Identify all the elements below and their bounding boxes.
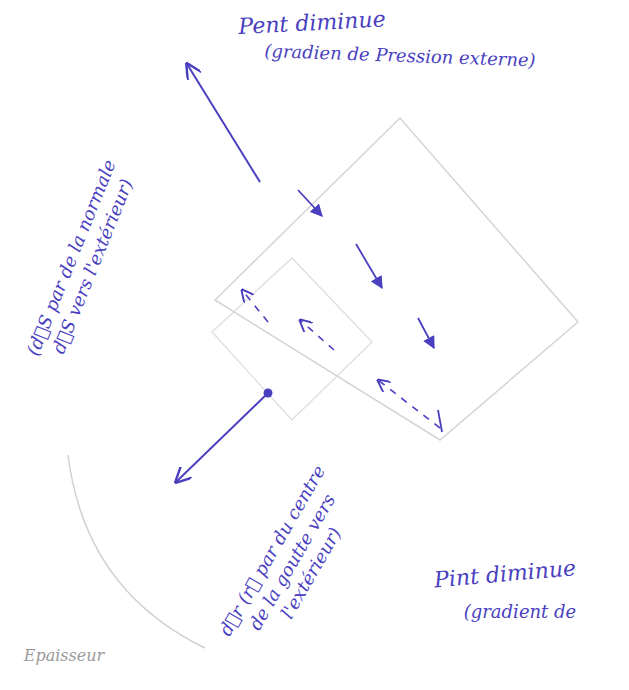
- normal-note: (d⃗S par de la normale d⃗S vers l'extéri…: [16, 142, 148, 381]
- dr-arrow: [176, 393, 268, 482]
- pressure-note: (gradien de Pression externe): [240, 39, 561, 73]
- gradient-arrow: [378, 380, 440, 428]
- pressure-arrow: [356, 244, 382, 288]
- drop-arc: [68, 455, 205, 648]
- pressure-note: Pent diminue: [201, 4, 422, 43]
- gradient-arrow: [300, 320, 334, 350]
- pressure-arrow: [418, 318, 434, 348]
- pressure-arrow: [298, 190, 322, 216]
- pressure-stroke: [438, 410, 442, 432]
- pressure-note: Pint diminue: [404, 552, 606, 597]
- thickness-label: Epaisseur: [4, 646, 124, 666]
- inner-square: [212, 258, 372, 420]
- normal-arrow: [187, 64, 260, 182]
- radius-note: d⃗r (r⃗ par du centre de la goutte vers …: [213, 459, 371, 666]
- centre-dot: [264, 389, 273, 398]
- pressure-note: (gradient de: [425, 601, 615, 624]
- gradient-arrow: [242, 290, 268, 322]
